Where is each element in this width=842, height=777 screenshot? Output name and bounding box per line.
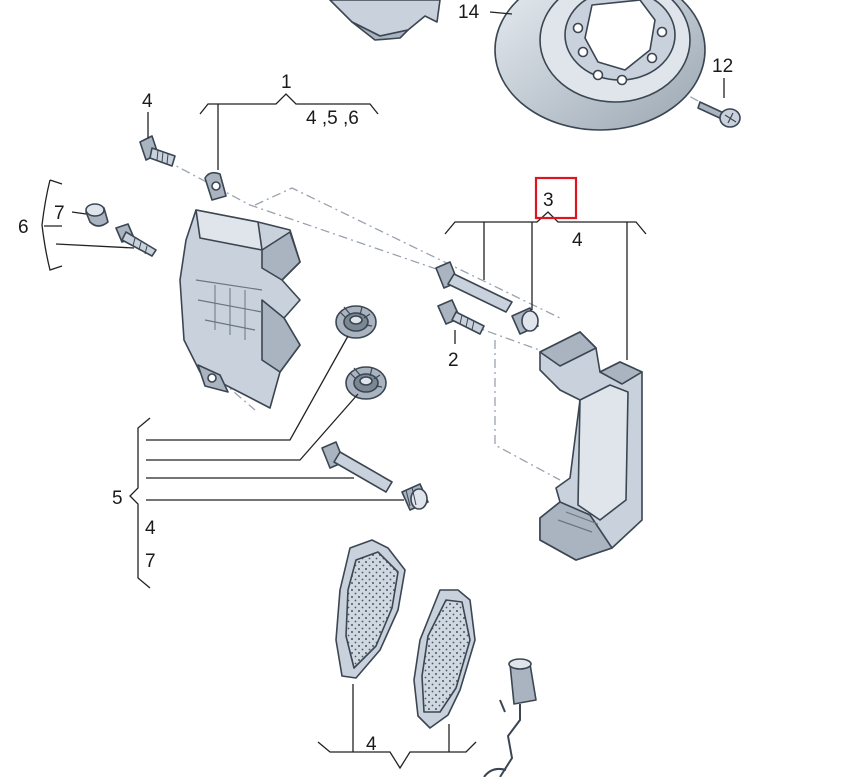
callout-2: 2: [448, 350, 459, 371]
guide-bushing-lower: [401, 483, 429, 511]
wear-sensor: [483, 658, 537, 777]
carrier-bushing: [511, 307, 539, 335]
guide-bolt-4: [139, 135, 176, 167]
caliper-housing: [179, 171, 301, 409]
brake-pad-right: [413, 589, 476, 729]
bleed-screw: [115, 223, 157, 257]
callout-5-sub-7: 7: [145, 551, 156, 572]
callout-7: 7: [54, 203, 65, 224]
callout-3-sub: 4: [572, 230, 583, 251]
carrier-bolt-2: [437, 299, 485, 335]
brake-disc: [494, 0, 706, 131]
splash-shield: [329, 0, 441, 41]
callout-5: 5: [112, 488, 123, 509]
callout-1-sub: 4 ,5 ,6: [306, 108, 359, 129]
callout-12: 12: [712, 56, 733, 77]
guide-sleeve-boot-upper: [335, 305, 377, 339]
callout-4-bolt: 4: [142, 91, 153, 112]
leader-lines: [41, 11, 725, 770]
guide-pin-upper: [435, 261, 513, 313]
guide-pin-lower: [321, 441, 393, 493]
caliper-carrier: [539, 331, 643, 561]
callout-3: 3: [543, 190, 554, 211]
guide-sleeve-boot-lower: [345, 366, 387, 400]
brake-pad-left: [335, 539, 406, 679]
callout-1: 1: [281, 72, 292, 93]
bleed-cap-7: [85, 203, 109, 227]
callout-5-sub-4: 4: [145, 518, 156, 539]
callout-14: 14: [458, 2, 480, 23]
callout-3-highlight: [534, 176, 578, 220]
disc-screw-12: [697, 101, 741, 128]
callout-6: 6: [18, 217, 29, 238]
callout-pads-4: 4: [366, 734, 377, 755]
